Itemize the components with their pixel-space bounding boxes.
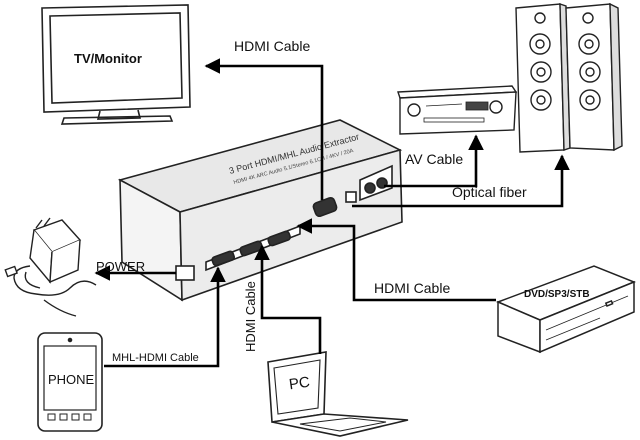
optical-fiber-line xyxy=(352,154,570,208)
hdmi-cable-dvd-line xyxy=(296,218,496,302)
audio-extractor-box xyxy=(117,119,403,302)
dvd-player-icon xyxy=(495,265,637,354)
power-label: POWER xyxy=(96,259,146,274)
hdmi-cable-top-label: HDMI Cable xyxy=(234,38,311,54)
mhl-cable-label: MHL-HDMI Cable xyxy=(112,352,199,364)
power-port xyxy=(175,265,195,281)
speakers-icon xyxy=(515,2,623,153)
phone-label: PHONE xyxy=(48,372,95,387)
phone-icon xyxy=(37,332,103,432)
av-cable-line xyxy=(384,134,484,188)
cable-lines xyxy=(94,58,570,368)
hdmi-cable-dvd-label: HDMI Cable xyxy=(374,280,451,296)
hdmi-cable-pc-line xyxy=(254,244,322,354)
optical-fiber-label: Optical fiber xyxy=(452,184,527,200)
hdmi-cable-tv-line xyxy=(204,58,324,200)
hdmi-cable-pc-label: HDMI Cable xyxy=(243,281,258,352)
pc-label: PC xyxy=(287,373,311,394)
power-adapter-icon xyxy=(4,217,97,317)
av-cable-label: AV Cable xyxy=(405,151,464,167)
tv-monitor-icon xyxy=(41,4,191,125)
mhl-cable-line xyxy=(104,266,226,368)
av-receiver-icon xyxy=(397,85,518,135)
tv-monitor-label: TV/Monitor xyxy=(74,51,142,66)
dvd-label: DVD/SP3/STB xyxy=(524,289,590,300)
laptop-icon xyxy=(267,351,409,437)
